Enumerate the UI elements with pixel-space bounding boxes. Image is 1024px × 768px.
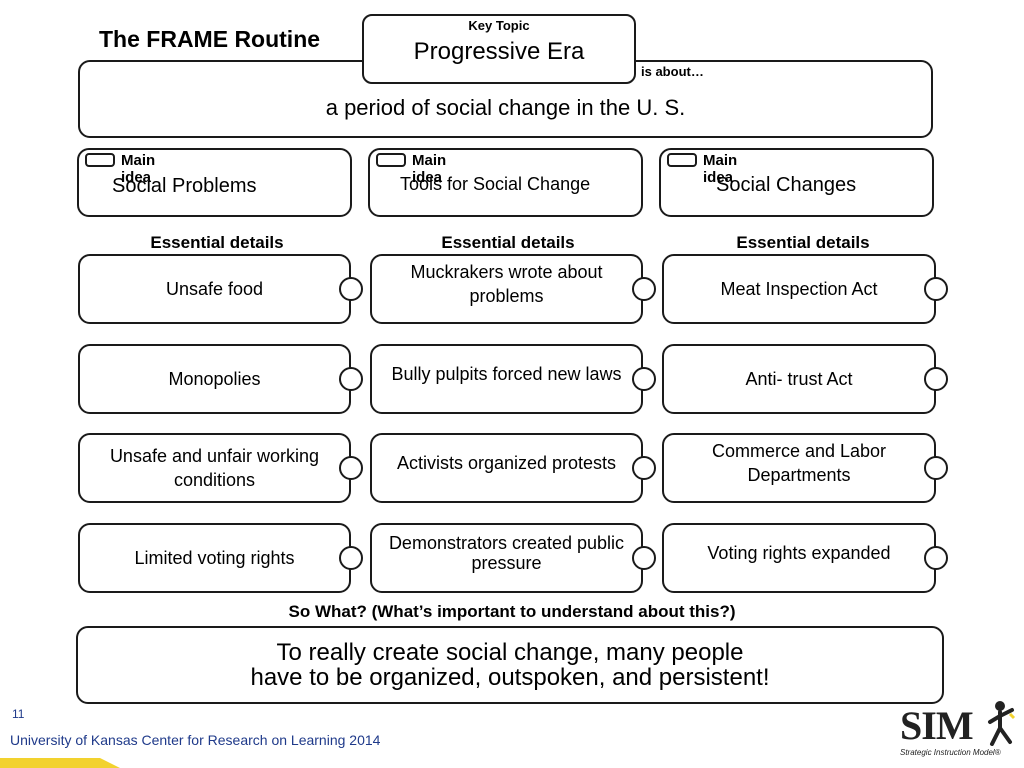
connector-circle bbox=[339, 367, 363, 391]
key-topic-box: Key Topic Progressive Era bbox=[362, 14, 636, 84]
main-idea-text: Social Changes bbox=[716, 174, 857, 196]
detail-text: Limited voting rights bbox=[134, 548, 295, 568]
connector-circle bbox=[339, 546, 363, 570]
detail-box: Activists organized protests bbox=[370, 433, 643, 503]
key-topic-label: Key Topic bbox=[468, 18, 530, 33]
detail-text: Monopolies bbox=[168, 369, 261, 389]
main-idea-label: Main idea bbox=[412, 152, 447, 186]
footer-organization: University of Kansas Center for Research… bbox=[10, 732, 381, 748]
detail-box: Unsafe and unfair working conditions bbox=[78, 433, 351, 503]
detail-text: Unsafe food bbox=[165, 279, 264, 299]
detail-text: Anti- trust Act bbox=[745, 369, 853, 389]
essential-details-heading: Essential details bbox=[150, 233, 284, 252]
so-what-text-line2: have to be organized, outspoken, and per… bbox=[250, 664, 770, 691]
detail-text: Commerce and Labor Departments bbox=[711, 441, 887, 485]
corner-accent bbox=[0, 758, 120, 768]
sim-logo-text: SIM bbox=[900, 703, 974, 748]
main-idea-checkbox[interactable] bbox=[667, 153, 697, 167]
main-idea-checkbox[interactable] bbox=[376, 153, 406, 167]
so-what-label: So What? (What’s important to understand… bbox=[288, 602, 736, 621]
main-idea-checkbox[interactable] bbox=[85, 153, 115, 167]
connector-circle bbox=[632, 367, 656, 391]
main-idea-label: Main idea bbox=[703, 152, 738, 186]
detail-box: Unsafe food bbox=[78, 254, 351, 324]
connector-circle bbox=[339, 456, 363, 480]
detail-box: Commerce and Labor Departments bbox=[662, 433, 936, 503]
sim-logo-tagline: Strategic Instruction Model® bbox=[900, 748, 1001, 757]
main-idea-box-3: Main idea Social Changes bbox=[659, 148, 934, 217]
page-number: 11 bbox=[12, 707, 25, 721]
detail-box: Anti- trust Act bbox=[662, 344, 936, 414]
so-what-text-line1: To really create social change, many peo… bbox=[276, 639, 744, 666]
is-about-label: is about… bbox=[641, 64, 704, 79]
detail-text: Activists organized protests bbox=[396, 453, 617, 473]
detail-text: Meat Inspection Act bbox=[720, 279, 878, 299]
connector-circle bbox=[339, 277, 363, 301]
essential-details-heading: Essential details bbox=[736, 233, 870, 252]
connector-circle bbox=[632, 277, 656, 301]
key-topic-value: Progressive Era bbox=[413, 38, 585, 65]
detail-box: Meat Inspection Act bbox=[662, 254, 936, 324]
main-idea-box-1: Main idea Social Problems bbox=[77, 148, 352, 217]
connector-circle bbox=[632, 546, 656, 570]
sim-logo: SIM Strategic Instruction Model® bbox=[898, 700, 1022, 764]
connector-circle bbox=[632, 456, 656, 480]
essential-details-heading: Essential details bbox=[441, 233, 575, 252]
detail-text: Unsafe and unfair working conditions bbox=[109, 446, 320, 490]
sim-logo-figure-icon bbox=[988, 701, 1016, 746]
page-title: The FRAME Routine bbox=[99, 26, 321, 52]
connector-circle bbox=[924, 277, 948, 301]
detail-text: Demonstrators created public pressure bbox=[388, 533, 625, 573]
main-idea-box-2: Main idea Tools for Social Change bbox=[368, 148, 643, 217]
detail-box: Muckrakers wrote about problems bbox=[370, 254, 643, 324]
detail-box: Bully pulpits forced new laws bbox=[370, 344, 643, 414]
connector-circle bbox=[924, 367, 948, 391]
connector-circle bbox=[924, 546, 948, 570]
so-what-box: To really create social change, many peo… bbox=[76, 626, 944, 704]
connector-circle bbox=[924, 456, 948, 480]
main-idea-text: Social Problems bbox=[112, 175, 257, 197]
main-idea-label: Main idea bbox=[121, 152, 156, 186]
about-text: a period of social change in the U. S. bbox=[325, 95, 686, 120]
detail-box: Limited voting rights bbox=[78, 523, 351, 593]
detail-text: Voting rights expanded bbox=[707, 543, 891, 563]
detail-text: Muckrakers wrote about problems bbox=[410, 262, 603, 306]
detail-box: Voting rights expanded bbox=[662, 523, 936, 593]
detail-text: Bully pulpits forced new laws bbox=[391, 364, 622, 384]
detail-box: Monopolies bbox=[78, 344, 351, 414]
detail-box: Demonstrators created public pressure bbox=[370, 523, 643, 593]
main-idea-text: Tools for Social Change bbox=[400, 174, 591, 194]
